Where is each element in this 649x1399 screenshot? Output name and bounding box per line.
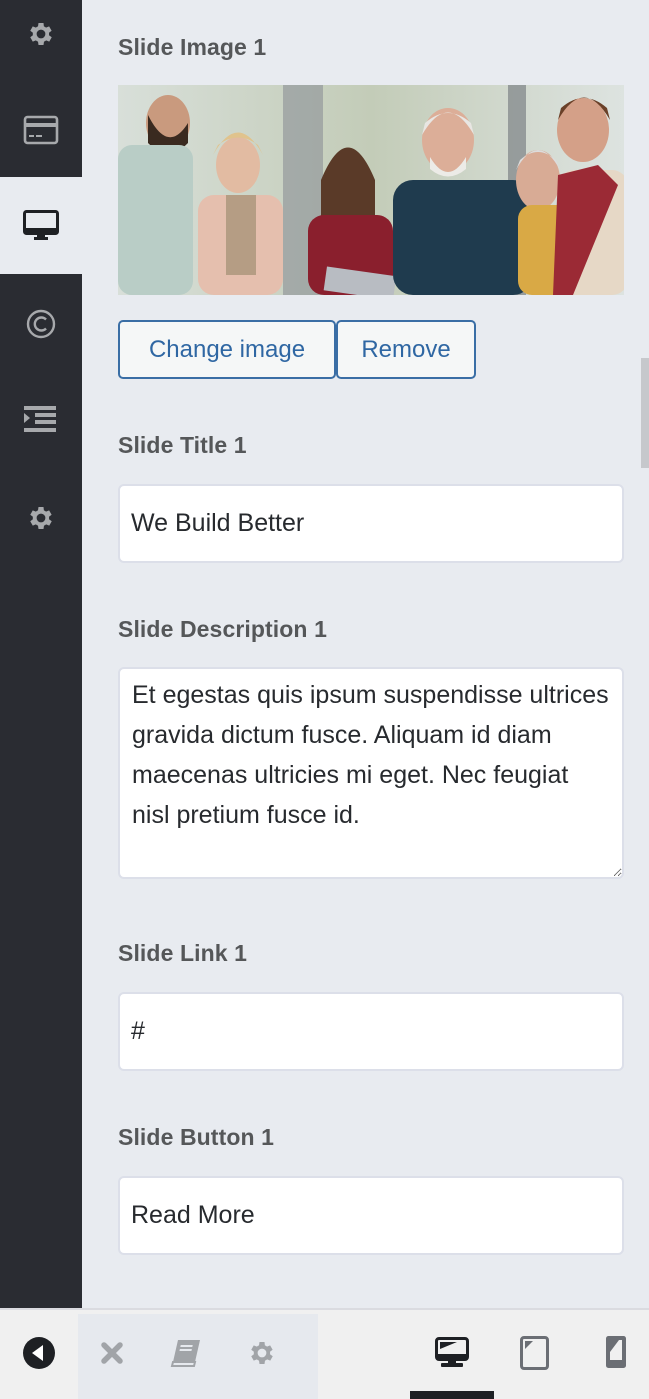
- slide-title-label: Slide Title 1: [118, 432, 247, 458]
- sidebar-item-display[interactable]: [0, 177, 82, 274]
- slide-image-label: Slide Image 1: [118, 34, 267, 60]
- slide-image-preview: [118, 85, 624, 295]
- bottom-toolbar: [0, 1308, 649, 1399]
- credit-card-icon: [23, 115, 59, 145]
- sidebar-item-general-settings[interactable]: [0, 0, 82, 82]
- change-image-button[interactable]: Change image: [118, 320, 336, 379]
- panel-scrollbar[interactable]: [641, 358, 649, 468]
- slide-button-input[interactable]: [118, 1176, 624, 1255]
- device-mobile-button[interactable]: [576, 1310, 649, 1399]
- gear-icon: [26, 19, 56, 49]
- close-button[interactable]: [78, 1310, 146, 1399]
- gear-icon: [26, 503, 56, 533]
- sidebar-item-payment[interactable]: [0, 81, 82, 178]
- collapse-sidebar-button[interactable]: [0, 1310, 78, 1399]
- device-desktop-button[interactable]: [410, 1310, 494, 1399]
- active-device-indicator: [410, 1391, 494, 1399]
- slide-button-label: Slide Button 1: [118, 1124, 275, 1150]
- slide-settings-panel: Slide Image 1: [82, 0, 649, 1308]
- copyright-icon: [25, 308, 57, 340]
- settings-button[interactable]: [226, 1310, 298, 1399]
- group-photo-illustration: [118, 85, 624, 295]
- slide-title-input[interactable]: [118, 484, 624, 563]
- sidebar-item-copyright[interactable]: [0, 275, 82, 372]
- slide-link-label: Slide Link 1: [118, 940, 248, 966]
- documentation-button[interactable]: [150, 1310, 222, 1399]
- slide-link-input[interactable]: [118, 992, 624, 1071]
- remove-image-button[interactable]: Remove: [336, 320, 476, 379]
- sidebar-item-menu-indent[interactable]: [0, 371, 82, 468]
- sidebar: [0, 0, 82, 1308]
- slide-description-label: Slide Description 1: [118, 616, 327, 642]
- arrow-left-circle-icon: [23, 1337, 55, 1374]
- book-icon: [170, 1339, 202, 1372]
- sidebar-item-advanced-settings[interactable]: [0, 469, 82, 566]
- close-icon: [100, 1341, 124, 1370]
- desktop-icon: [23, 209, 59, 242]
- slide-description-textarea[interactable]: Et egestas quis ipsum suspendisse ultric…: [118, 667, 624, 879]
- desktop-icon: [435, 1337, 469, 1374]
- tablet-icon: [520, 1336, 550, 1375]
- indent-list-icon: [24, 405, 58, 434]
- gear-icon: [247, 1338, 277, 1373]
- mobile-icon: [606, 1336, 628, 1375]
- device-tablet-button[interactable]: [494, 1310, 576, 1399]
